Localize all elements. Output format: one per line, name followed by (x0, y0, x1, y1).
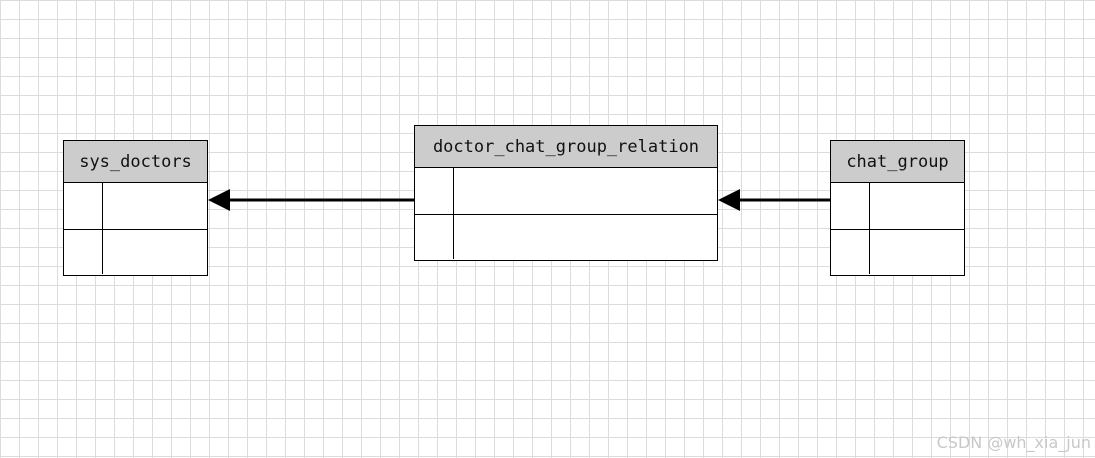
table-row (64, 183, 207, 229)
table-row (831, 229, 964, 274)
key-cell (64, 183, 103, 229)
key-cell (831, 230, 870, 274)
table-title: doctor_chat_group_relation (415, 126, 717, 168)
table-row (831, 183, 964, 229)
key-cell (64, 230, 103, 274)
field-cell (454, 215, 717, 259)
table-title: chat_group (831, 141, 964, 183)
field-cell (103, 230, 207, 274)
table-chat-group[interactable]: chat_group (830, 140, 965, 276)
table-row (415, 168, 717, 214)
key-cell (415, 215, 454, 259)
key-cell (415, 168, 454, 214)
table-title: sys_doctors (64, 141, 207, 183)
table-doctor-chat-group-relation[interactable]: doctor_chat_group_relation (414, 125, 718, 261)
key-cell (831, 183, 870, 229)
relation-arrowhead (718, 189, 740, 211)
table-row (64, 229, 207, 274)
field-cell (870, 230, 964, 274)
field-cell (870, 183, 964, 229)
table-sys-doctors[interactable]: sys_doctors (63, 140, 208, 276)
table-row (415, 214, 717, 259)
field-cell (454, 168, 717, 214)
watermark: CSDN @wh_xia_jun (936, 433, 1091, 452)
field-cell (103, 183, 207, 229)
sys-doctors-arrowhead (208, 189, 230, 211)
